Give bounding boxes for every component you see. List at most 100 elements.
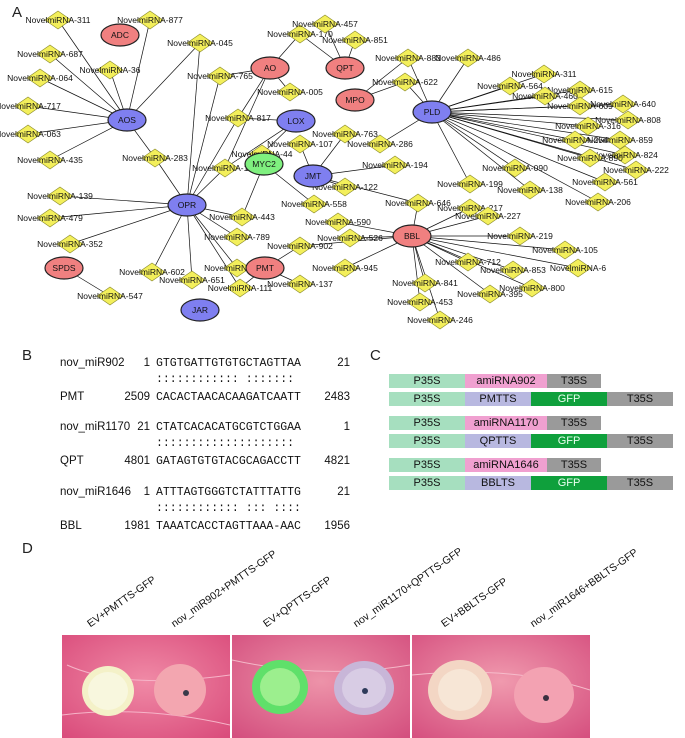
network-edge — [431, 111, 637, 171]
mirna-node: NovelmiRNA-561 — [572, 172, 638, 192]
mirna-node: NovelmiRNA-712 — [435, 252, 501, 272]
mirna-node: NovelmiRNA-486 — [435, 48, 501, 68]
mirna-node-label: NovelmiRNA-479 — [17, 213, 83, 223]
alignment-end: 21 — [337, 357, 350, 369]
gene-node-opr: OPR — [167, 193, 207, 217]
mirna-node: NovelmiRNA-890 — [557, 148, 623, 168]
mirna-node-label: NovelmiRNA-139 — [27, 191, 93, 201]
panel-label-c: C — [370, 347, 381, 364]
mirna-node: NovelmiRNA-227 — [455, 206, 521, 226]
construct-p35s-segment: P35S — [389, 416, 465, 430]
leaf-spot-mir902-pmt — [154, 664, 206, 716]
mirna-node: NovelmiRNA-045 — [167, 33, 233, 53]
mirna-node-label: NovelmiRNA-712 — [435, 257, 501, 267]
gene-node-bbl: BBL — [392, 224, 432, 248]
mirna-node: NovelmiRNA-254 — [542, 130, 608, 150]
gene-node-spds: SPDS — [44, 256, 84, 280]
mirna-node: NovelmiRNA-311 — [25, 10, 91, 30]
mirna-node-label: NovelmiRNA-453 — [387, 297, 453, 307]
mirna-node-label: NovelmiRNA-902 — [267, 241, 333, 251]
mirna-node-label: NovelmiRNA-646 — [385, 198, 451, 208]
alignment-end: 21 — [337, 486, 350, 498]
mirna-node-label: NovelmiRNA-217 — [437, 203, 503, 213]
mirna-node-label: NovelmiRNA-602 — [119, 267, 185, 277]
construct-ts-segment: PMTTS — [465, 392, 531, 406]
construct-p35s-segment: P35S — [389, 458, 465, 472]
mirna-node: NovelmiRNA-945 — [312, 258, 378, 278]
mirna-node: NovelmiRNA-6 — [550, 258, 606, 278]
mirna-node: NovelmiRNA-789 — [204, 227, 270, 247]
alignment-seq-name: QPT — [60, 455, 84, 467]
mirna-node: NovelmiRNA-763 — [312, 124, 378, 144]
gene-node-label: JMT — [305, 171, 322, 181]
mirna-node-label: NovelmiRNA-859 — [587, 135, 653, 145]
network-edge — [411, 235, 579, 269]
mirna-node: NovelmiRNA-877 — [117, 10, 183, 30]
panel-label-b: B — [22, 347, 33, 364]
mirna-node: NovelmiRNA-138 — [497, 180, 563, 200]
mirna-node: NovelmiRNA-526 — [317, 228, 383, 248]
mirna-node-label: NovelmiRNA-687 — [17, 49, 83, 59]
mirna-node-label: NovelmiRNA-443 — [209, 212, 275, 222]
mirna-node: NovelmiRNA-139 — [27, 186, 93, 206]
gene-node-label: JAR — [192, 305, 208, 315]
mirna-node-label: NovelmiRNA-877 — [117, 15, 183, 25]
mirna-node-label: NovelmiRNA-286 — [347, 139, 413, 149]
mirna-node: NovelmiRNA-564 — [477, 76, 543, 96]
network-edge — [431, 111, 531, 191]
mirna-node-label: NovelmiRNA-717 — [0, 101, 61, 111]
mirna-node: NovelmiRNA-800 — [499, 278, 565, 298]
alignment-seq-name: nov_miR1646 — [60, 486, 131, 498]
network-mirna-nodes: NovelmiRNA-311 NovelmiRNA-877NovelmiRNA-6… — [0, 10, 669, 330]
mirna-node-label: NovelmiRNA-206 — [565, 197, 631, 207]
mirna-node: NovelmiRNA-246 — [407, 310, 473, 330]
mirna-node: NovelmiRNA-435 — [17, 150, 83, 170]
mirna-node: NovelmiRNA-602 — [119, 262, 185, 282]
mirna-node: NovelmiRNA-646 — [385, 193, 451, 213]
mirna-node: NovelmiRNA-194 — [362, 155, 428, 175]
mirna-node-label: NovelmiRNA-945 — [312, 263, 378, 273]
alignment-match-line: :::::::::::: ::: :::: — [156, 502, 301, 515]
mirna-node-label: NovelmiRNA-435 — [17, 155, 83, 165]
mirna-node-label: NovelmiRNA-005 — [257, 87, 323, 97]
mirna-node: NovelmiRNA-717 — [0, 96, 61, 116]
alignment-sequence: GATAGTGTGTACGCAGACCTT — [156, 455, 301, 468]
mirna-node: NovelmiRNA-199 — [437, 174, 503, 194]
mirna-node-label: NovelmiRNA-111 — [208, 283, 273, 293]
mirna-node-label: NovelmiRNA-199 — [437, 179, 503, 189]
mirna-node-label: NovelmiRNA-824 — [592, 150, 658, 160]
mirna-node: NovelmiRNA-105 — [532, 240, 598, 260]
construct-gfp-segment: GFP — [531, 434, 607, 448]
alignment-end: 1956 — [324, 520, 350, 532]
construct-p35s-segment: P35S — [389, 476, 465, 490]
alignment-sequence: GTGTGATTGTGTGCTAGTTAA — [156, 357, 301, 370]
mirna-node: NovelmiRNA-615 — [547, 80, 613, 100]
mirna-node: NovelmiRNA-063 — [0, 124, 61, 144]
mirna-node: NovelmiRNA-460 — [512, 86, 578, 106]
construct-p35s-segment: P35S — [389, 392, 465, 406]
mirna-node: NovelmiRNA-217 — [437, 198, 503, 218]
alignment-start: 21 — [137, 421, 150, 433]
network-edge — [431, 111, 606, 183]
infiltration-label: EV+QPTTS-GFP — [261, 574, 334, 630]
network-edge — [431, 111, 621, 141]
infiltration-label: nov_miR1646+BBLTS-GFP — [528, 546, 641, 630]
mirna-node: NovelmiRNA-286 — [347, 134, 413, 154]
mirna-node-label: NovelmiRNA-395 — [457, 289, 523, 299]
mirna-node: NovelmiRNA-883 — [375, 48, 441, 68]
alignment-sequence: TAAATCACCTAGTTAAA-AAC — [156, 520, 301, 533]
alignment-start: 1 — [143, 357, 150, 369]
network-edge — [431, 111, 599, 203]
gene-node-pld: PLD — [412, 100, 452, 124]
mirna-node-label: NovelmiRNA-841 — [392, 278, 458, 288]
leaf-photo-bbl — [412, 635, 590, 738]
mirna-node-label: NovelmiRNA-883 — [375, 53, 441, 63]
mirna-node-label: NovelmiRNA-622 — [372, 77, 438, 87]
leaf-photo-qpt — [232, 635, 410, 738]
gene-node-lox: LOX — [276, 109, 316, 133]
mirna-node-label: NovelmiRNA-137 — [267, 279, 333, 289]
mirna-node-label: NovelmiRNA-558 — [281, 199, 347, 209]
gene-node-label: PLD — [424, 107, 441, 117]
